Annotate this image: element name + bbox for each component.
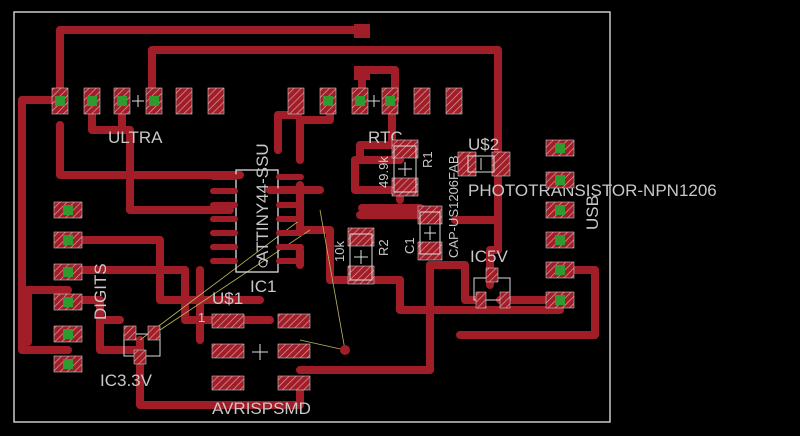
label-c1: C1: [402, 237, 417, 254]
header-ultra: [51, 87, 225, 115]
label-avrisp: AVRISPSMD: [212, 399, 311, 418]
label-digits: DIGITS: [91, 263, 110, 320]
test-pad: [354, 24, 370, 38]
label-pin1: 1: [198, 310, 205, 325]
header-usb: [545, 139, 575, 309]
u2-phototransistor: [457, 151, 511, 177]
label-r1-value: 49.9k: [376, 156, 391, 188]
ic1-attiny: [210, 169, 304, 273]
label-r2-value: 10k: [332, 241, 347, 262]
label-attiny: ATTINY44-SSU: [253, 143, 272, 262]
r2-resistor: [347, 227, 375, 285]
label-cap-package: CAP-US1206FAB: [446, 155, 461, 258]
via: [340, 345, 350, 355]
ic33v-regulator: [123, 325, 161, 365]
u1-avrisp: [211, 313, 311, 391]
label-phototransistor: PHOTOTRANSISTOR-NPN1206: [468, 181, 717, 200]
label-ultra: ULTRA: [108, 128, 163, 147]
label-r2: R2: [376, 239, 391, 256]
label-u1: U$1: [212, 289, 243, 308]
board-outline: [13, 11, 611, 423]
label-ic5v: IC5V: [470, 247, 508, 266]
header-digits: [53, 201, 83, 373]
label-usb: USB: [583, 195, 602, 230]
label-ic1: IC1: [250, 277, 276, 296]
c1-capacitor: [417, 205, 443, 261]
label-ic33v: IC3.3V: [100, 371, 153, 390]
ic5v-regulator: [473, 267, 511, 309]
r1-resistor: [391, 139, 419, 197]
test-pad: [354, 66, 370, 80]
header-rtc: [287, 87, 463, 115]
label-u2: U$2: [468, 135, 499, 154]
label-r1: R1: [420, 151, 435, 168]
